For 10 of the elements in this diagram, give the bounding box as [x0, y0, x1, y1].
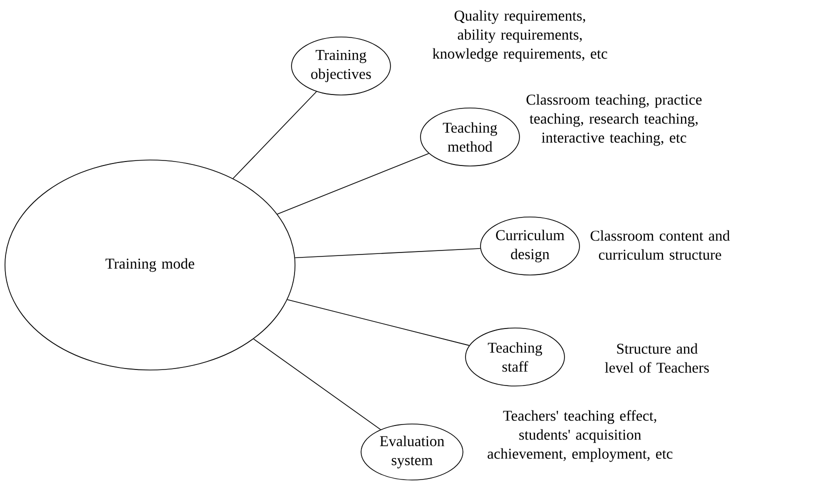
description-text: Structure and level of Teachers — [604, 343, 709, 373]
description-text: Quality requirements, ability requirements, knowledge requirements, etc — [432, 10, 608, 62]
description-text: Teachers' teaching effect, students' acquisition achievement, employment, etc — [488, 410, 672, 462]
description-text: Classroom content and curriculum structure — [590, 230, 730, 260]
connector-line — [294, 248, 481, 258]
connector-line — [286, 299, 470, 346]
connector-line — [253, 338, 381, 430]
description-text: Classroom teaching, practice teaching, research teaching, interactive teaching, etc — [526, 94, 702, 146]
connector-line — [232, 91, 317, 179]
connector-line — [276, 153, 430, 214]
